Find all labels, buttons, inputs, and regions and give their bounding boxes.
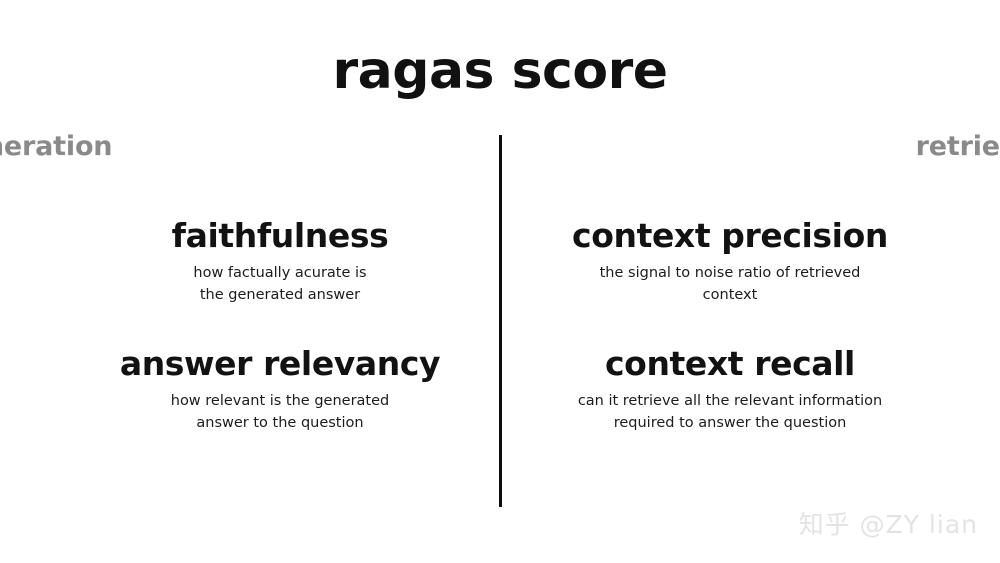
metric-description-context-recall: can it retrieve all the relevant informa…: [577, 392, 883, 431]
metric-context-recall: context recall can it retrieve all the r…: [515, 344, 945, 434]
metric-name-answer-relevancy: answer relevancy: [119, 344, 441, 383]
metric-answer-relevancy: answer relevancy how relevant is the gen…: [65, 344, 495, 434]
metric-name-context-precision: context precision: [572, 216, 888, 255]
column-generation: generation faithfulness how factually ac…: [0, 131, 495, 434]
metric-name-context-recall: context recall: [605, 344, 855, 383]
page-title: ragas score: [332, 41, 668, 101]
column-retrieval: retrieval context precision the signal t…: [500, 0, 1000, 563]
metric-name-faithfulness: faithfulness: [171, 216, 389, 255]
metric-description-faithfulness: how factually acurate is the generated a…: [193, 264, 367, 303]
watermark: 知乎 @ZY lian: [798, 510, 978, 539]
metric-description-answer-relevancy: how relevant is the generated answer to …: [170, 392, 390, 431]
metric-description-context-precision: the signal to noise ratio of retrieved c…: [599, 264, 861, 303]
column-divider: [499, 135, 502, 507]
column-header-retrieval: retrieval: [915, 131, 1000, 162]
column-header-generation: generation: [0, 131, 113, 162]
metric-faithfulness: faithfulness how factually acurate is th…: [65, 216, 495, 306]
metric-context-precision: context precision the signal to noise ra…: [515, 216, 945, 306]
